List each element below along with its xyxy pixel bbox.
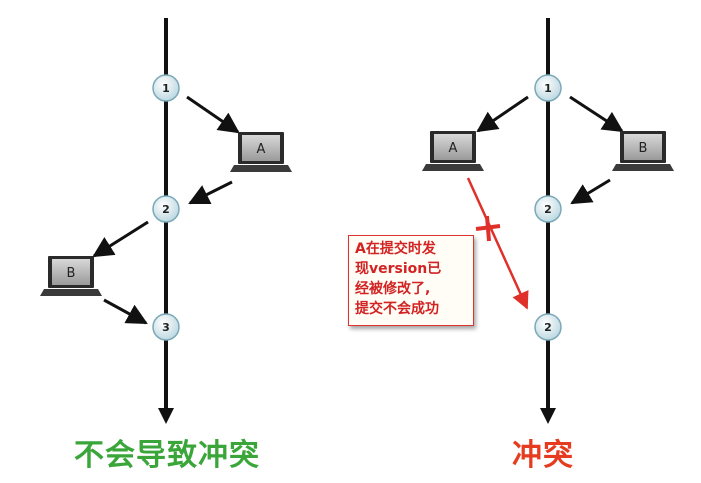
right-node-3-label: 2 [544, 321, 552, 334]
left-caption: 不会导致冲突 [74, 438, 260, 473]
right-arrow-B-to-2 [570, 178, 611, 205]
callout-line-3: 经被修改了, [355, 281, 431, 297]
left-laptop-A-icon: A [230, 132, 292, 172]
left-node-2: 2 [152, 195, 180, 223]
left-node-2-label: 2 [162, 203, 170, 216]
right-node-2: 2 [534, 195, 562, 223]
left-timeline-arrowhead [158, 408, 174, 424]
right-arrow-1-to-A [476, 95, 529, 133]
right-laptop-A-label: A [449, 141, 458, 156]
left-arrow-A-to-2 [188, 180, 233, 205]
right-node-2-label: 2 [544, 203, 552, 216]
left-arrow-B-to-3 [103, 298, 148, 325]
right-node-3: 2 [534, 313, 562, 341]
left-node-3-label: 3 [162, 321, 170, 334]
conflict-cross-icon [475, 215, 501, 242]
callout-line-1: A在提交时发 [355, 241, 436, 257]
conflict-callout-box: A在提交时发 现version已 经被修改了, 提交不会成功 [348, 235, 474, 326]
left-laptop-B-icon: B [40, 256, 102, 296]
right-arrow-A-to-2-rejected [466, 177, 529, 310]
callout-line-2: 现version已 [355, 261, 442, 277]
right-node-1-label: 1 [544, 82, 552, 95]
right-arrow-1-to-B [569, 95, 624, 133]
right-laptop-B-label: B [639, 141, 648, 156]
left-node-3: 3 [152, 313, 180, 341]
left-laptop-A-label: A [257, 142, 266, 157]
left-arrow-1-to-A [186, 95, 240, 134]
right-laptop-B-icon: B [612, 131, 674, 171]
callout-line-4: 提交不会成功 [355, 301, 439, 317]
right-laptop-A-icon: A [422, 131, 484, 171]
right-caption: 冲突 [512, 438, 574, 473]
left-arrow-2-to-B [92, 220, 149, 258]
left-laptop-B-label: B [67, 266, 76, 281]
left-node-1: 1 [152, 74, 180, 102]
right-timeline-arrowhead [540, 408, 556, 424]
left-node-1-label: 1 [162, 82, 170, 95]
right-node-1: 1 [534, 74, 562, 102]
